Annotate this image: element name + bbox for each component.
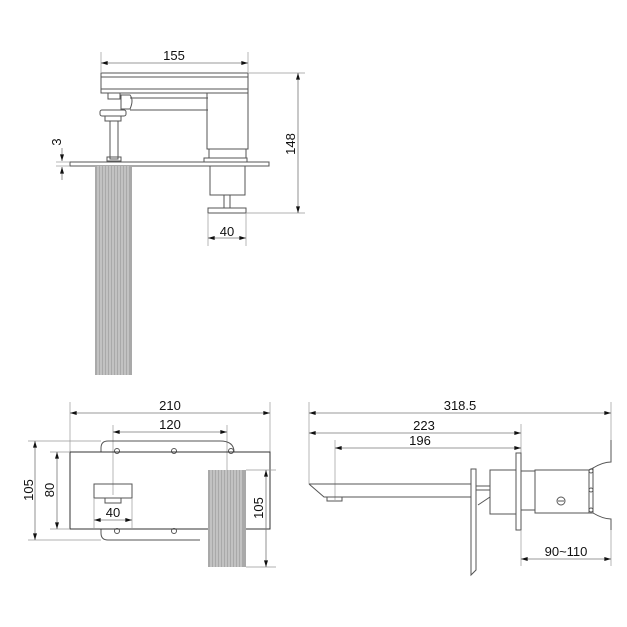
dim-196-label: 196 <box>409 433 431 448</box>
top-view: 155 3 148 <box>49 48 305 375</box>
dim-105-right-label: 105 <box>251 497 266 519</box>
dim-148-label: 148 <box>283 133 298 155</box>
side-view: 318.5 223 196 <box>308 398 612 577</box>
fluted-spout-front <box>208 470 246 567</box>
dim-3-label: 3 <box>49 138 64 145</box>
front-view: 210 120 40 <box>21 398 276 568</box>
dim-120-label: 120 <box>159 417 181 432</box>
dim-105-left-label: 105 <box>21 479 36 501</box>
dim-80-label: 80 <box>42 483 57 497</box>
dim-40-front-label: 40 <box>106 505 120 520</box>
fluted-spout-top <box>95 166 132 375</box>
dim-318-5-label: 318.5 <box>444 398 477 413</box>
dim-90-110-label: 90~110 <box>545 544 588 559</box>
dim-210-label: 210 <box>159 398 181 413</box>
dim-40-top-label: 40 <box>220 224 234 239</box>
dim-223-label: 223 <box>413 418 435 433</box>
dim-155-label: 155 <box>163 48 185 63</box>
